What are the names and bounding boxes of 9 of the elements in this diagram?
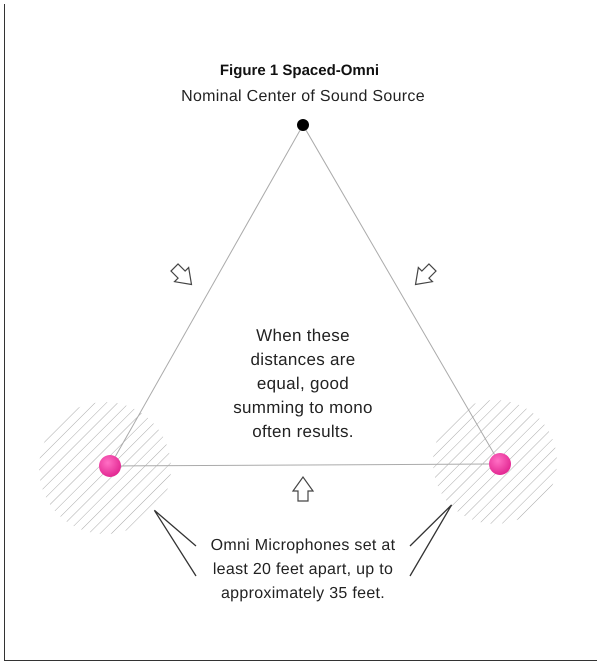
figure-title: Figure 1 Spaced-Omni xyxy=(218,62,380,79)
source-caption: Nominal Center of Sound Source xyxy=(180,88,426,106)
leader-line xyxy=(409,504,452,577)
microphone-note: Omni Microphones set at least 20 feet apart, up to approximately 35 feet. xyxy=(210,536,396,604)
distance-line xyxy=(306,130,495,455)
leader-line xyxy=(154,510,197,577)
distance-line xyxy=(114,130,301,457)
note-text: When these distances are equal, good summing to mono often results. xyxy=(232,325,374,443)
distance-line xyxy=(120,464,490,466)
